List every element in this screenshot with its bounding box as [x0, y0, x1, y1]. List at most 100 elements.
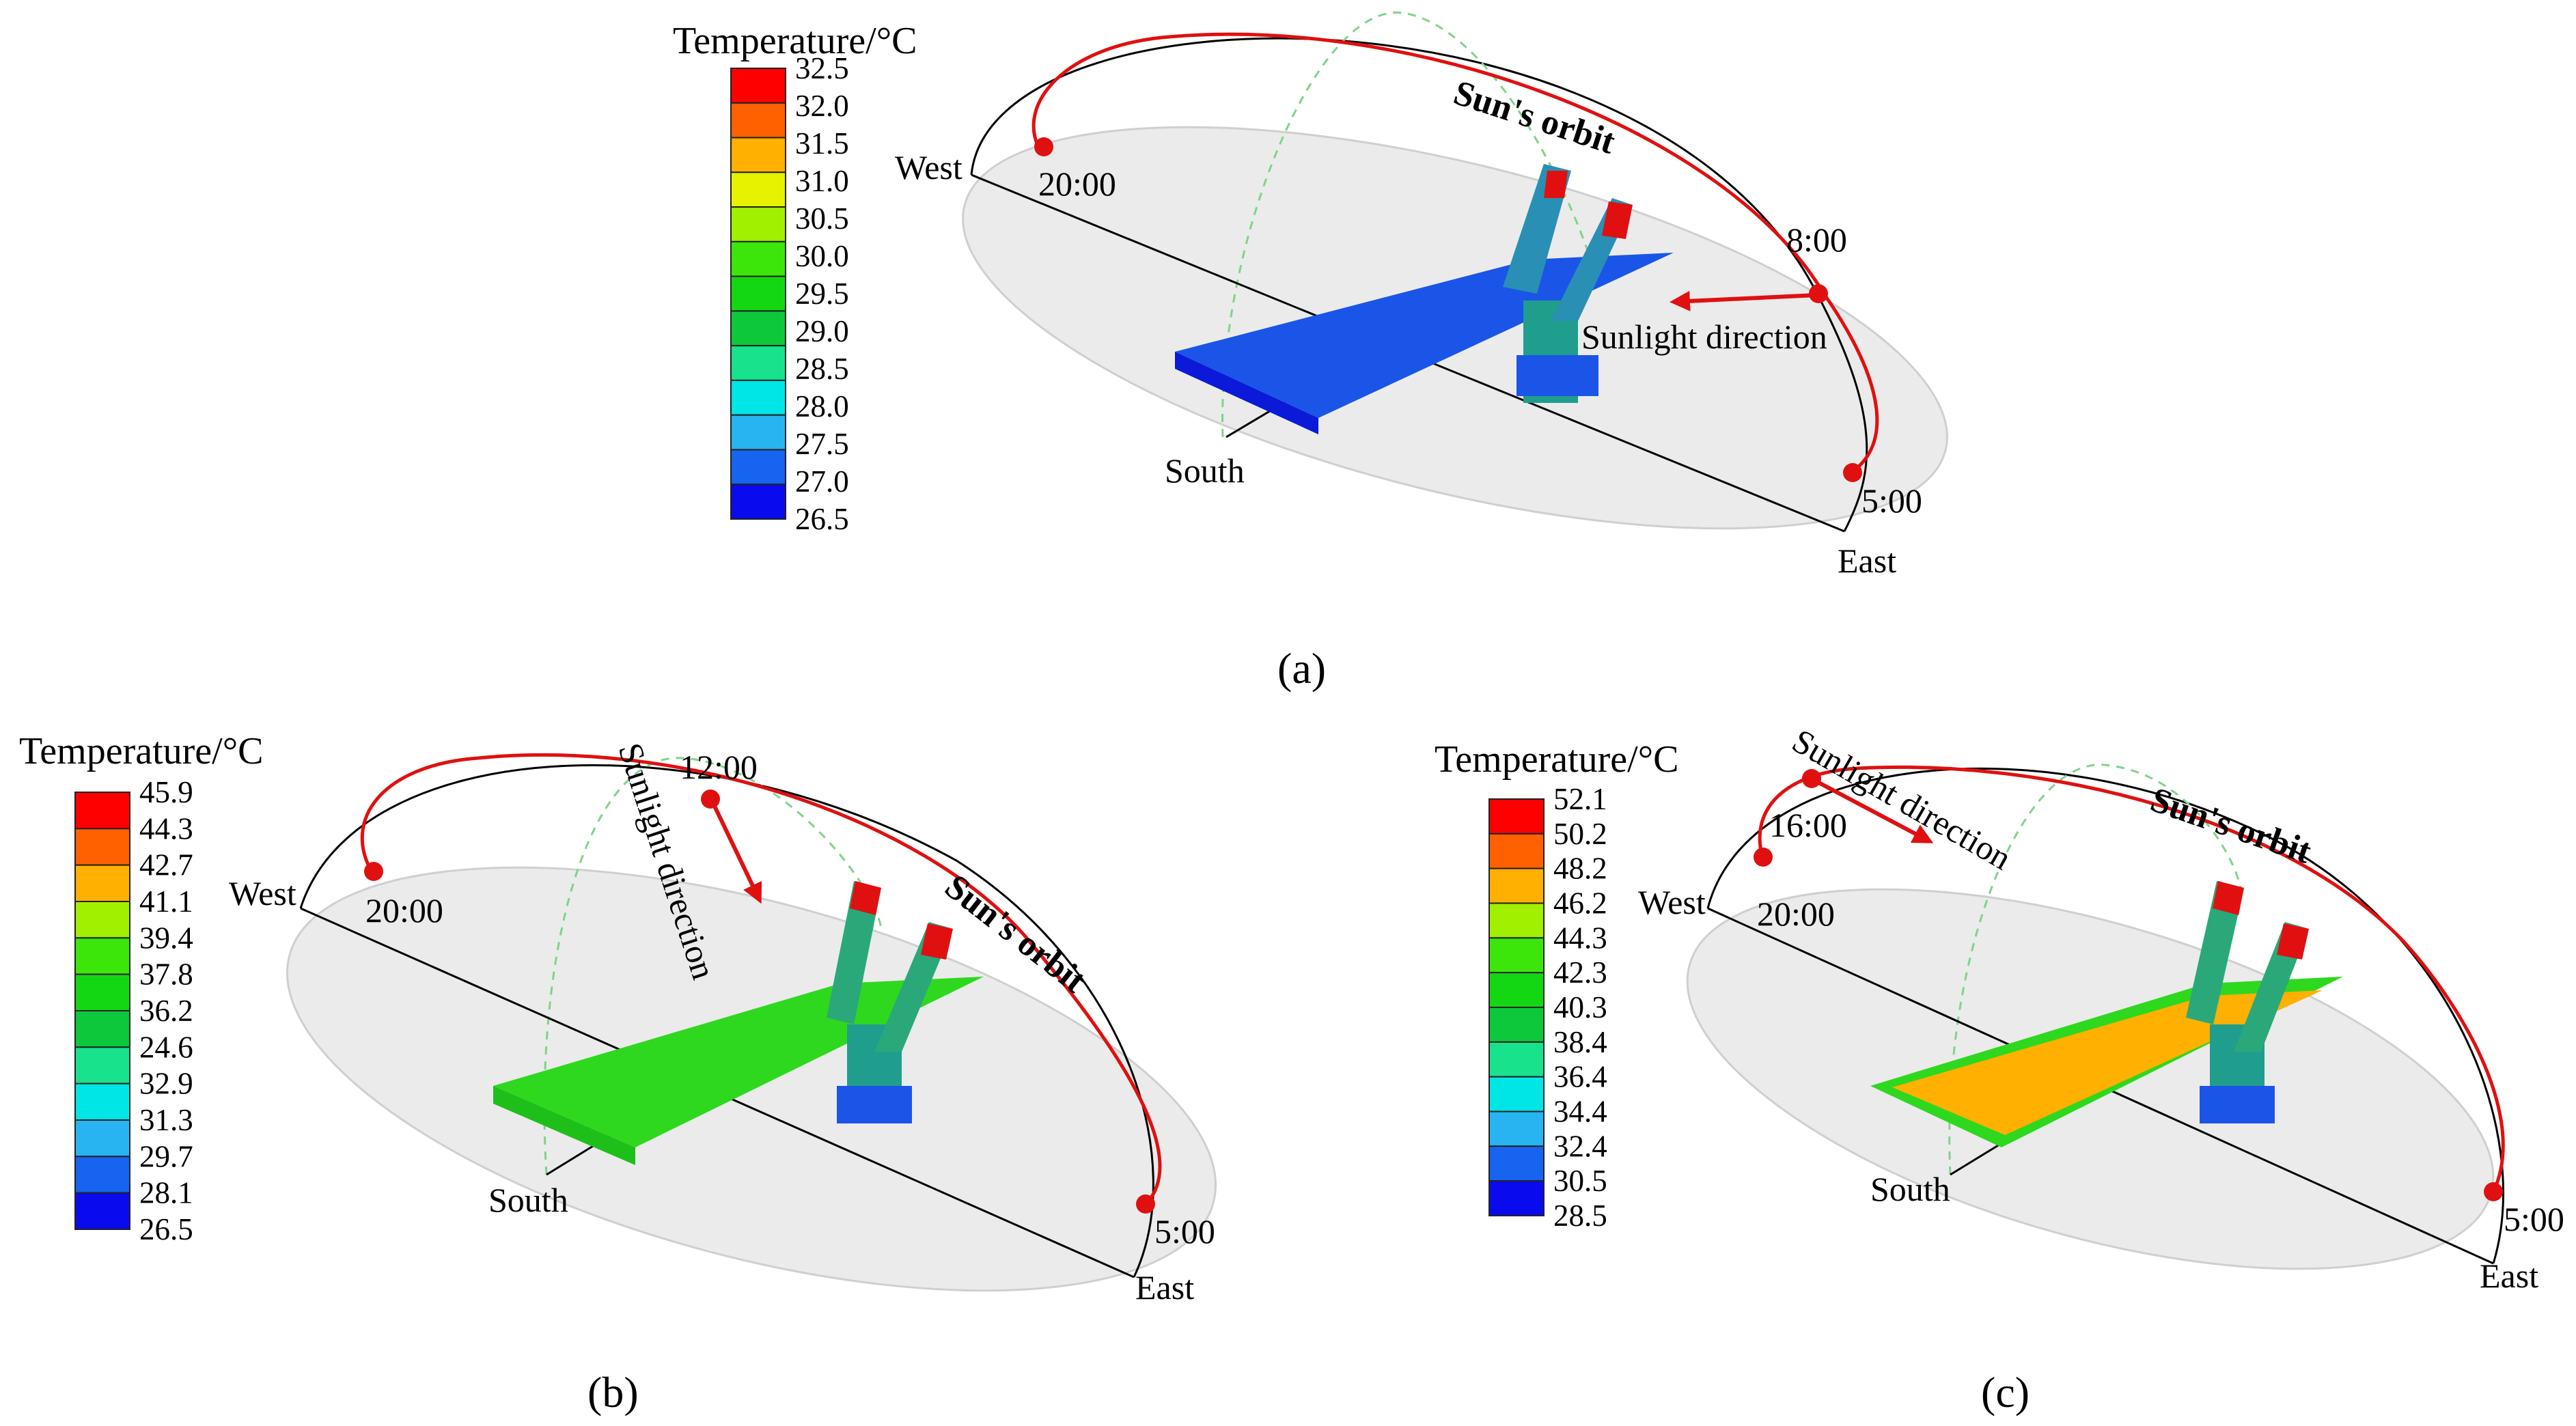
colorbar-a: 32.532.031.531.030.530.029.529.028.528.0…	[730, 51, 849, 536]
label-east-c: East	[2480, 1257, 2538, 1295]
sunlight-arrow-a	[1670, 290, 1818, 311]
colorbar-swatch-c-5	[1488, 972, 1545, 1008]
colorbar-tick-a-10: 27.5	[795, 427, 849, 461]
colorbar-swatch-a-5	[730, 240, 786, 277]
label-time-20-b: 20:00	[365, 891, 443, 929]
colorbar-tick-a-0: 32.5	[795, 51, 849, 85]
label-east-b: East	[1135, 1268, 1194, 1306]
colorbar-swatch-b-10	[74, 1156, 130, 1194]
colorbar-tick-a-2: 31.5	[795, 126, 849, 160]
colorbar-swatch-a-0	[730, 68, 786, 104]
colorbar-tick-a-4: 30.5	[795, 201, 849, 236]
sky-dome-arc-c	[1706, 767, 2504, 1264]
bridge-footing-c	[2200, 1086, 2275, 1123]
colorbar-swatch-b-9	[74, 1119, 130, 1158]
colorbar-swatch-c-7	[1488, 1041, 1545, 1078]
colorbar-tick-b-10: 29.7	[139, 1139, 193, 1173]
colorbar-title-c: Temperature/°C	[1435, 738, 1678, 781]
colorbar-tick-a-11: 27.0	[795, 464, 849, 499]
sun-marker-20-a	[1034, 137, 1053, 156]
sun-marker-8-a	[1809, 284, 1828, 303]
colorbar-tick-c-12: 28.5	[1553, 1199, 1607, 1233]
colorbar-swatch-b-5	[74, 973, 130, 1011]
colorbar-title-b: Temperature/°C	[19, 730, 263, 772]
tower-hot-tip-left-c	[2213, 881, 2244, 915]
bridge-deck-a	[1175, 253, 1674, 418]
colorbar-swatch-b-1	[74, 828, 130, 866]
colorbar-tick-a-5: 30.0	[795, 239, 849, 273]
panel-b: Temperature/°C 45.944.342.741.139.437.83…	[19, 730, 1217, 1416]
colorbar-tick-c-8: 36.4	[1553, 1060, 1607, 1094]
panel-c: Temperature/°C 52.150.248.246.244.342.34…	[1435, 721, 2564, 1416]
bridge-model-a	[1175, 164, 1674, 434]
bridge-deck-side-a	[1175, 352, 1318, 434]
colorbar-tick-c-6: 40.3	[1553, 990, 1607, 1024]
colorbar-tick-a-12: 26.5	[795, 502, 849, 536]
tower-hot-tip-left-a	[1544, 171, 1568, 198]
colorbar-tick-c-3: 46.2	[1553, 886, 1607, 921]
colorbar-tick-c-4: 44.3	[1553, 921, 1607, 955]
colorbar-tick-a-1: 32.0	[795, 89, 849, 123]
colorbar-tick-b-4: 39.4	[139, 921, 193, 955]
bridge-deck-side-b	[493, 1086, 635, 1165]
bridge-tower-left-b	[827, 881, 881, 1024]
colorbar-swatch-c-10	[1488, 1145, 1545, 1182]
label-time-5-c: 5:00	[2504, 1200, 2564, 1238]
colorbar-tick-b-3: 41.1	[139, 884, 193, 919]
colorbar-tick-a-7: 29.0	[795, 314, 849, 348]
sky-dome-arc-a	[970, 37, 1868, 532]
sun-orbit-path-a	[1031, 32, 1879, 475]
label-orbit-a: Sun's orbit	[1449, 73, 1620, 162]
colorbar-tick-c-1: 50.2	[1553, 817, 1607, 851]
colorbar-tick-c-9: 34.4	[1553, 1095, 1607, 1129]
colorbar-tick-c-2: 48.2	[1553, 852, 1607, 886]
colorbar-swatch-a-2	[730, 137, 786, 173]
label-west-c: West	[1638, 883, 1706, 921]
sun-marker-20-c	[1754, 848, 1773, 867]
colorbar-swatch-c-6	[1488, 1007, 1545, 1043]
colorbar-tick-b-5: 37.8	[139, 957, 193, 992]
bridge-model-c	[1870, 881, 2343, 1147]
colorbar-swatch-b-0	[74, 792, 130, 830]
colorbar-b: 45.944.342.741.139.437.836.224.632.931.3…	[74, 775, 193, 1246]
colorbar-swatch-c-4	[1488, 937, 1545, 974]
colorbar-swatch-c-9	[1488, 1110, 1545, 1147]
colorbar-swatch-c-1	[1488, 833, 1545, 869]
colorbar-swatch-c-3	[1488, 902, 1545, 939]
sunlight-arrow-b	[710, 799, 762, 904]
tower-hot-tip-right-b	[921, 923, 953, 960]
sun-orbit-path-b	[360, 753, 1162, 1203]
colorbar-tick-b-2: 42.7	[139, 848, 193, 882]
colorbar-tick-b-0: 45.9	[139, 775, 193, 809]
colorbar-c: 52.150.248.246.244.342.340.338.436.434.4…	[1488, 782, 1607, 1233]
sun-marker-5-a	[1843, 463, 1862, 482]
sky-dome-arc-b	[299, 764, 1154, 1278]
colorbar-swatch-b-11	[74, 1192, 130, 1230]
colorbar-tick-c-0: 52.1	[1553, 782, 1607, 816]
colorbar-swatch-b-2	[74, 864, 130, 902]
meridian-dashed-a	[1221, 11, 1600, 438]
colorbar-swatch-a-3	[730, 171, 786, 208]
colorbar-swatch-a-8	[730, 345, 786, 381]
colorbar-tick-b-9: 31.3	[139, 1103, 193, 1137]
colorbar-swatch-a-11	[730, 449, 786, 486]
label-south-c: South	[1870, 1170, 1950, 1208]
colorbar-tick-a-9: 28.0	[795, 389, 849, 423]
colorbar-tick-b-7: 24.6	[139, 1030, 193, 1064]
label-west-b: West	[229, 874, 296, 912]
label-time-20-c: 20:00	[1757, 895, 1835, 933]
label-sunlight-c: Sunlight direction	[1786, 721, 2019, 877]
label-time-16-c: 16:00	[1769, 806, 1847, 844]
label-south-b: South	[488, 1181, 568, 1219]
meridian-dashed-b	[543, 757, 883, 1175]
bridge-footing-a	[1516, 355, 1598, 396]
colorbar-tick-b-6: 36.2	[139, 994, 193, 1028]
tower-hot-tip-left-b	[850, 881, 881, 915]
sun-marker-20-b	[364, 862, 383, 881]
bridge-footing-b	[837, 1086, 912, 1123]
colorbar-tick-c-11: 30.5	[1553, 1164, 1607, 1198]
tower-hot-tip-right-c	[2277, 923, 2309, 960]
colorbar-tick-c-10: 32.4	[1553, 1129, 1607, 1163]
colorbar-swatch-a-9	[730, 379, 786, 416]
colorbar-swatch-c-0	[1488, 798, 1545, 835]
